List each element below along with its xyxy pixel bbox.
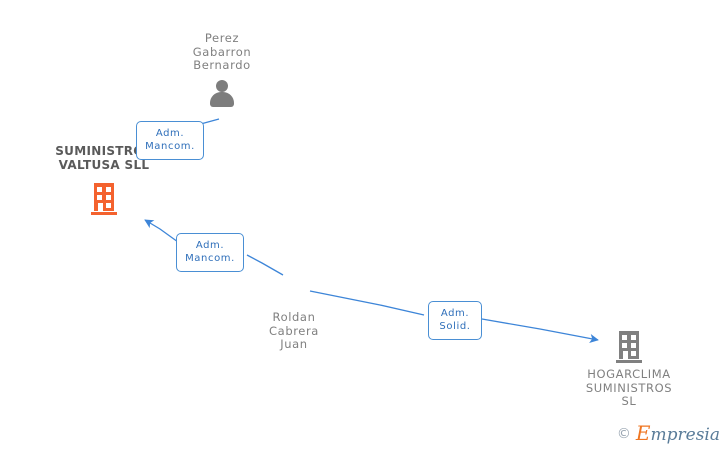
node-company-valtusa[interactable]: SUMINISTROS VALTUSA SLL <box>33 144 175 215</box>
node-label-valtusa: SUMINISTROS VALTUSA SLL <box>55 144 153 172</box>
person-avatar-icon <box>208 79 236 107</box>
edge-label-adm-solid-hogarclima[interactable]: Adm. Solid. <box>428 301 482 340</box>
edge-label-adm-mancom-roldan[interactable]: Adm. Mancom. <box>176 233 244 272</box>
node-label-perez: Perez Gabarron Bernardo <box>192 31 252 72</box>
node-company-hogarclima[interactable]: HOGARCLIMA SUMINISTROS SL <box>573 331 685 409</box>
node-person-roldan[interactable]: Roldan Cabrera Juan <box>240 278 348 352</box>
node-label-roldan: Roldan Cabrera Juan <box>269 310 319 351</box>
building-icon <box>616 331 642 363</box>
empresia-watermark: © Empresia <box>616 421 721 445</box>
node-person-perez[interactable]: Perez Gabarron Bernardo <box>168 31 276 107</box>
building-icon <box>91 183 117 215</box>
empresia-logo: Empresia <box>635 421 721 445</box>
empresia-logo-rest: mpresia <box>650 425 721 445</box>
person-avatar-icon <box>280 278 308 306</box>
empresia-logo-capital: E <box>635 421 651 445</box>
edge-label-adm-mancom-perez[interactable]: Adm. Mancom. <box>136 121 204 160</box>
node-label-hogarclima: HOGARCLIMA SUMINISTROS SL <box>585 367 673 408</box>
copyright-icon: © <box>616 426 631 442</box>
